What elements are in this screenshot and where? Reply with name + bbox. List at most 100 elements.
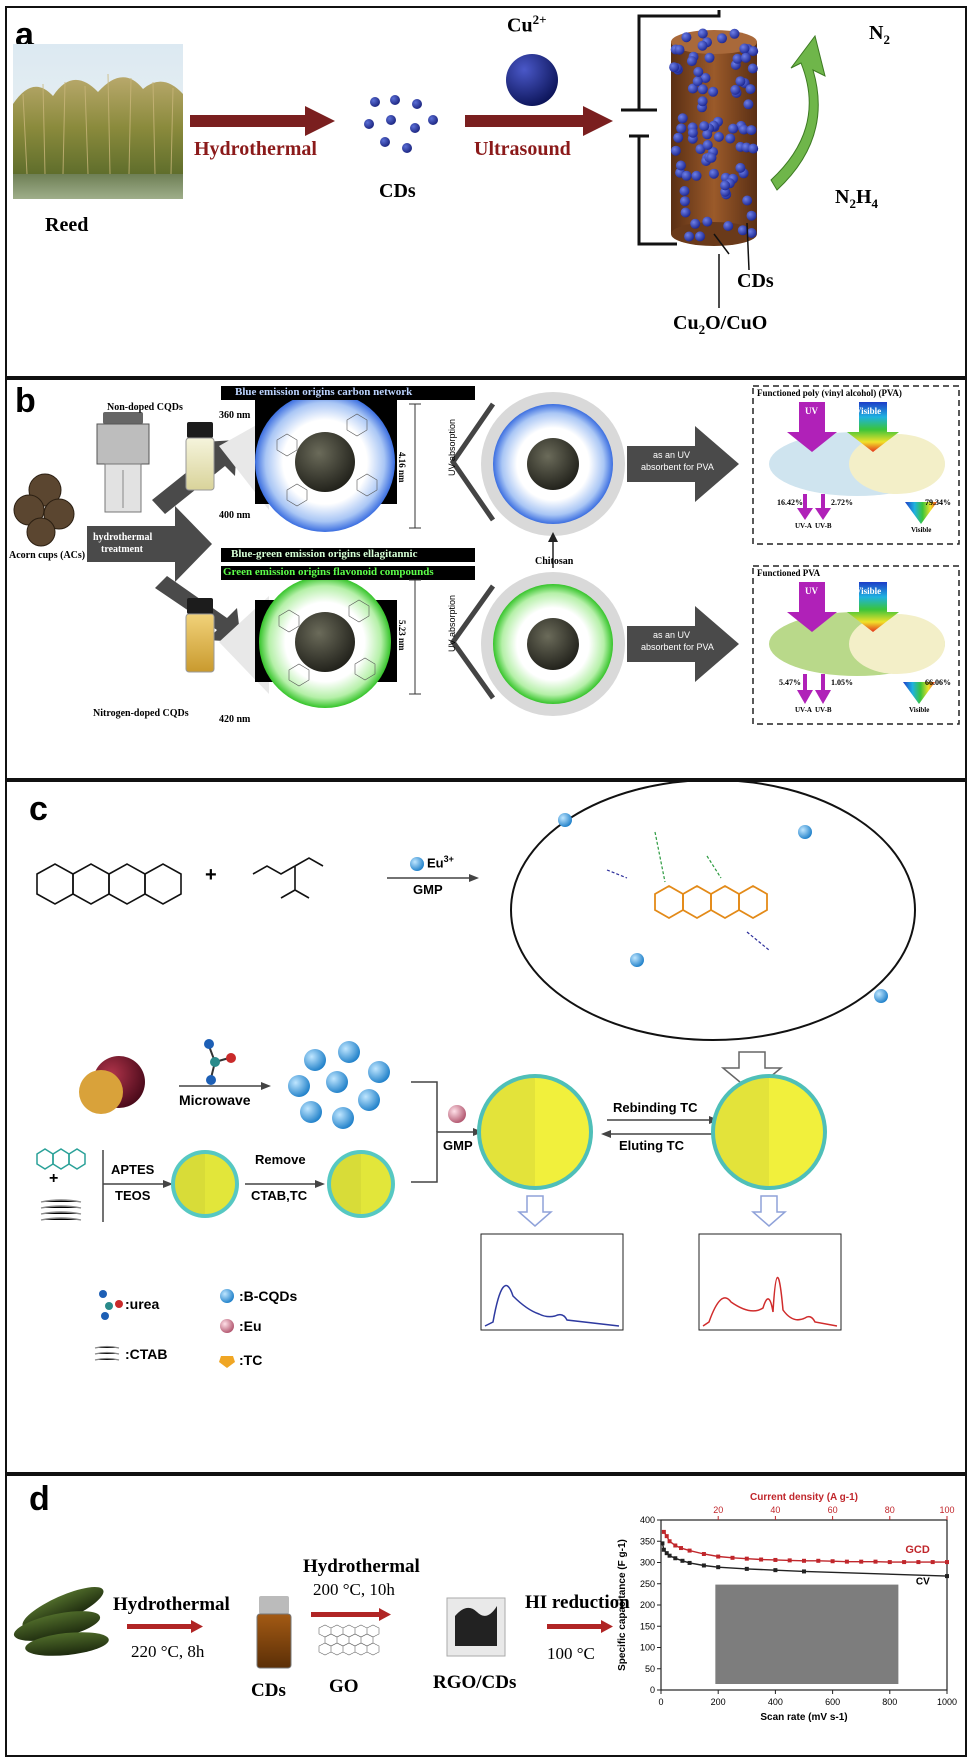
cuo-nanoparticle xyxy=(679,196,690,207)
cuo-nanoparticle xyxy=(729,28,740,39)
cuo-nanoparticle xyxy=(743,99,754,110)
x-tick-label: 400 xyxy=(768,1697,783,1707)
y-tick-label: 250 xyxy=(640,1579,655,1589)
cuo-nanoparticle xyxy=(684,231,695,242)
cuo-nanoparticle xyxy=(740,52,751,63)
uv-absorption-bottom: UV absorption xyxy=(447,594,457,652)
cuo-nanoparticle xyxy=(748,46,759,57)
size-4-16: 4.16 nm xyxy=(397,452,407,483)
microwave-label: Microwave xyxy=(179,1092,251,1108)
blue-emission-banner: Blue emission origins carbon network xyxy=(235,386,413,398)
cuo-nanoparticle xyxy=(675,160,686,171)
bottom-visible-small: Visible xyxy=(909,706,930,714)
size-5-23: 5.23 nm xyxy=(397,620,407,651)
legend-eu-text: :Eu xyxy=(239,1318,262,1334)
cuo-nanoparticle xyxy=(697,28,708,39)
cuo-nanoparticle xyxy=(706,152,717,163)
series-point-gcd xyxy=(701,1552,706,1556)
cuo-nanoparticle xyxy=(681,32,692,43)
cuo-nanoparticle xyxy=(695,231,705,242)
series-point-gcd xyxy=(945,1560,949,1565)
cuo-nanoparticle xyxy=(687,83,698,94)
blue-green-banner: Blue-green emission origins ellagitannic xyxy=(231,548,418,560)
ctab-spring-icon xyxy=(40,1199,82,1221)
cuo-nanoparticle xyxy=(745,84,756,95)
visible-top-label: Visible xyxy=(855,406,882,416)
cuo-nanoparticle xyxy=(691,170,702,181)
ctab-tc-label: CTAB,TC xyxy=(251,1188,308,1203)
cuo-nanoparticle xyxy=(697,40,708,51)
x-tick-label: 1000 xyxy=(937,1697,957,1707)
panel-b: b xyxy=(5,378,967,780)
series-point-gcd xyxy=(687,1548,692,1553)
rebinding-label: Rebinding TC xyxy=(613,1100,698,1115)
panel-d-label: d xyxy=(29,1480,50,1518)
series-point-cv xyxy=(773,1568,778,1573)
cuo-nanoparticle xyxy=(697,84,708,95)
series-point-gcd xyxy=(902,1560,907,1565)
bottom-uvb-percent: 1.05% xyxy=(831,678,853,687)
cu2o-cuo-label: Cu2O/CuO xyxy=(673,312,768,337)
silica-sphere-1 xyxy=(171,1150,239,1218)
step-hi-reduction: HI reduction xyxy=(525,1592,630,1613)
cuo-nanoparticle xyxy=(732,53,743,64)
cuo-nanoparticle xyxy=(670,145,681,156)
cuo-nanoparticle xyxy=(676,123,687,134)
series-point-gcd xyxy=(873,1559,878,1564)
panel-c: c xyxy=(5,780,967,1474)
series-point-cv xyxy=(680,1558,685,1563)
step-hydrothermal-2: Hydrothermal xyxy=(303,1556,420,1577)
series-point-cv xyxy=(660,1541,665,1546)
electrode-diagram xyxy=(621,10,826,308)
treatment-label: treatment xyxy=(101,544,144,555)
x2-tick-label: 60 xyxy=(828,1505,838,1515)
condition-200c: 200 °C, 10h xyxy=(313,1580,395,1599)
step-hydrothermal: Hydrothermal xyxy=(194,138,317,160)
series-point-gcd xyxy=(673,1543,678,1548)
y-tick-label: 350 xyxy=(640,1536,655,1546)
legend-bcqds-icon xyxy=(220,1289,234,1303)
series-point-gcd xyxy=(816,1558,821,1563)
bottom-uva-percent: 5.47% xyxy=(779,678,801,687)
x-tick-label: 800 xyxy=(882,1697,897,1707)
cds-label: CDs xyxy=(379,180,416,202)
series-point-gcd xyxy=(661,1529,666,1534)
visible-bottom-label: Visible xyxy=(855,586,882,596)
cuo-nanoparticle xyxy=(725,133,736,144)
panel-b-graphics xyxy=(13,385,960,725)
chitosan-label: Chitosan xyxy=(535,556,574,567)
mip-sphere-right xyxy=(711,1074,827,1190)
series-point-gcd xyxy=(773,1557,778,1562)
legend-ctab-icon xyxy=(94,1345,120,1361)
y-tick-label: 150 xyxy=(640,1621,655,1631)
cuo-nanoparticle xyxy=(687,127,698,138)
y-tick-label: 50 xyxy=(645,1664,655,1674)
cuo-nanoparticle xyxy=(700,73,711,83)
series-point-cv xyxy=(744,1566,749,1571)
absorbent-top-2: absorbent for PVA xyxy=(641,462,714,472)
panel-b-label: b xyxy=(15,382,36,420)
top-uva-percent: 16.42% xyxy=(777,498,803,507)
absorbent-bottom-1: as an UV xyxy=(653,630,691,640)
series-label-cv: CV xyxy=(916,1577,930,1588)
condition-100c: 100 °C xyxy=(547,1644,595,1663)
urea-icon xyxy=(204,1039,236,1085)
x2-tick-label: 80 xyxy=(885,1505,895,1515)
uv-bottom-label: UV xyxy=(805,586,818,596)
top-visible-percent: 79.34% xyxy=(925,498,951,507)
cuo-nanoparticle xyxy=(746,125,757,136)
uv-absorption-top: UV absorption xyxy=(447,418,457,476)
series-point-gcd xyxy=(679,1546,684,1551)
panel-d-process xyxy=(13,1587,613,1669)
series-point-cv xyxy=(667,1553,672,1558)
go-label: GO xyxy=(329,1676,359,1697)
cuo-nanoparticle xyxy=(697,96,708,107)
top-uvb-label: UV-B xyxy=(815,522,832,530)
plus-sign-1: + xyxy=(205,864,217,886)
step-hydrothermal-1: Hydrothermal xyxy=(113,1594,230,1615)
aptes-label: APTES xyxy=(111,1162,155,1177)
cuo-nanoparticle xyxy=(723,221,734,231)
legend-bcqds-text: :B-CQDs xyxy=(239,1288,298,1304)
top-visible-small: Visible xyxy=(911,526,932,534)
x2-axis-label: Current density (A g-1) xyxy=(750,1492,858,1503)
